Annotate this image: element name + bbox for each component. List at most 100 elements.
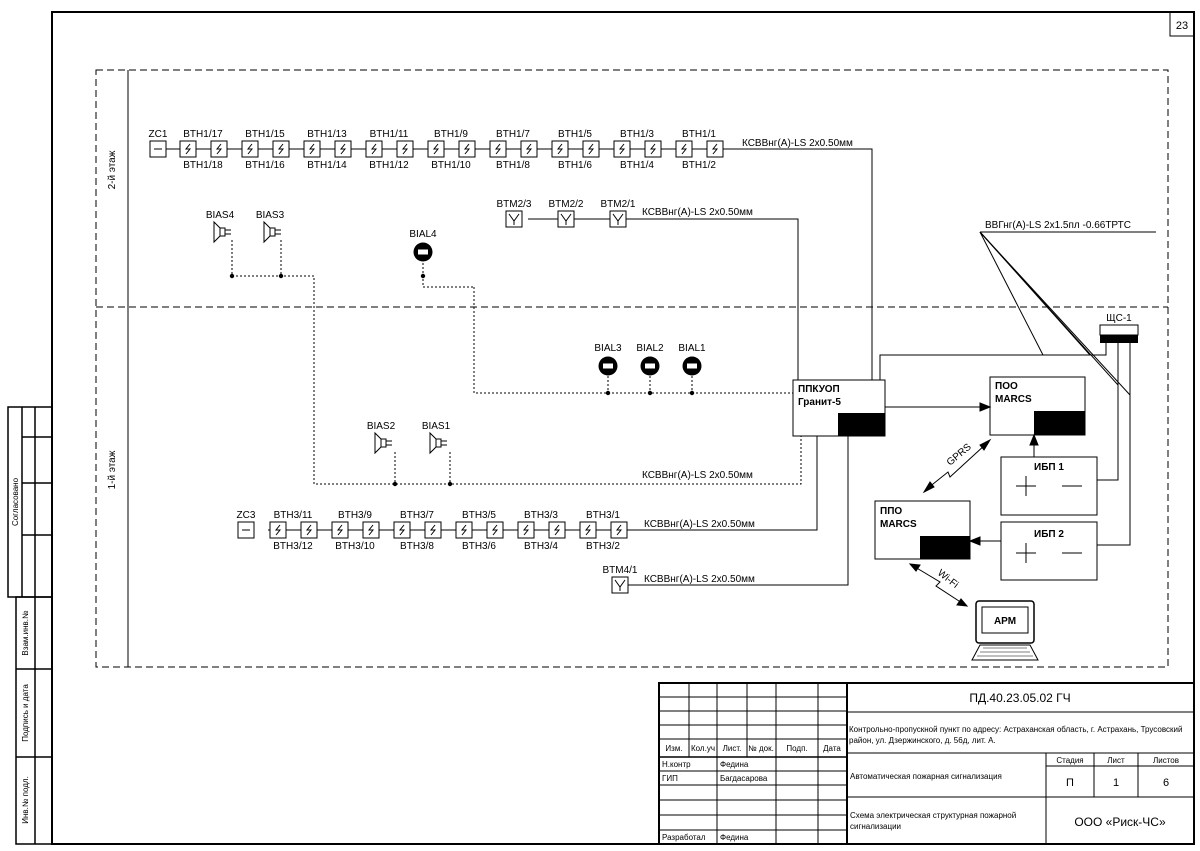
light-annunciator-icon	[413, 242, 433, 262]
bth3-label-top: BTH3/3	[524, 510, 558, 521]
loop-junctions	[229, 273, 695, 487]
tb-stage-value: П	[1066, 777, 1074, 789]
bth3-label-top: BTH3/9	[338, 510, 372, 521]
remote-receiver-ppo	[874, 500, 971, 560]
wifi-label: Wi-Fi	[935, 568, 960, 591]
cable-label-bth1: КСВВнг(А)-LS 2х0.50мм	[742, 138, 853, 149]
equipment-connections	[879, 231, 1156, 546]
bth1-label-bottom: BTH1/18	[183, 160, 223, 171]
bth3-label-top: BTH3/1	[586, 510, 620, 521]
bth3-label-bottom: BTH3/6	[462, 541, 496, 552]
floor-zones	[95, 69, 1169, 668]
bth1-label-bottom: BTH1/2	[682, 160, 716, 171]
tb-doc-code: ПД.40.23.05.02 ГЧ	[969, 691, 1070, 705]
heat-detector-bth3	[269, 521, 287, 539]
side-stamp	[7, 406, 53, 845]
bth1-label-bottom: BTH1/12	[369, 160, 409, 171]
control-panel-ppkuop	[792, 379, 886, 437]
light-annunciator-icon	[640, 356, 660, 376]
heat-detector-bth1	[365, 140, 383, 158]
cable-label-btm4: КСВВнг(А)-LS 2х0.50мм	[644, 574, 755, 585]
title-block	[658, 682, 1195, 845]
stamp-inv-replaced-label: Взам.инв.№	[21, 610, 30, 656]
light-label: BIAL3	[594, 343, 622, 354]
heat-detector-bth1	[520, 140, 538, 158]
floor-1-label: 1-й этаж	[107, 450, 118, 489]
btm2-label: BTM2/2	[548, 199, 583, 210]
cable-label-sirens: КСВВнг(А)-LS 2х0.50мм	[642, 470, 753, 481]
light-label: BIAL1	[678, 343, 706, 354]
heat-detector-bth1	[179, 140, 197, 158]
wifi-link	[908, 563, 969, 607]
tb-stage-header: Стадия	[1056, 756, 1083, 765]
ppo-label-1: ППО	[880, 506, 902, 517]
tb-sheets-header: Листов	[1153, 756, 1179, 765]
poo-label-2: MARCS	[995, 394, 1032, 405]
stamp-inv-orig-label: Инв.№ подл.	[21, 776, 30, 824]
bth1-label-top: BTH1/11	[370, 129, 409, 140]
bth1-label-top: BTH1/3	[620, 129, 654, 140]
siren-speaker-icon	[213, 220, 231, 244]
bth1-label-top: BTH1/17	[183, 129, 223, 140]
btm2-label: BTM2/1	[600, 199, 635, 210]
heat-detector-bth3	[486, 521, 504, 539]
btm2-label: BTM2/3	[496, 199, 531, 210]
bth1-label-top: BTH1/5	[558, 129, 592, 140]
light-annunciator-icon	[682, 356, 702, 376]
bth3-label-top: BTH3/7	[400, 510, 434, 521]
tb-sheet-value: 1	[1113, 777, 1119, 789]
tb-sheet-header: Лист	[1107, 756, 1125, 765]
bth1-detector-chain: BTH1/17BTH1/18BTH1/15BTH1/16BTH1/13BTH1/…	[179, 129, 724, 171]
bth3-label-top: BTH3/11	[274, 510, 313, 521]
heat-detector-bth1	[303, 140, 321, 158]
bth1-label-bottom: BTH1/10	[431, 160, 471, 171]
heat-detector-bth3	[579, 521, 597, 539]
bth1-label-top: BTH1/1	[682, 129, 716, 140]
heat-detector-bth3	[331, 521, 349, 539]
heat-detector-bth1	[427, 140, 445, 158]
alarm-loops	[231, 240, 802, 485]
bth1-label-top: BTH1/13	[307, 129, 347, 140]
bth3-label-bottom: BTH3/8	[400, 541, 434, 552]
bth1-label-top: BTH1/15	[245, 129, 285, 140]
bth1-label-top: BTH1/7	[496, 129, 530, 140]
heat-detector-bth3	[300, 521, 318, 539]
stamp-agreed-label: Согласовано	[11, 477, 20, 526]
siren-label: BIAS1	[422, 421, 451, 432]
heat-detector-bth1	[396, 140, 414, 158]
heat-detector-bth1	[644, 140, 662, 158]
tb-header-cell: Лист.	[723, 744, 742, 753]
sheet-number: 23	[1176, 20, 1188, 32]
siren-speaker-icon	[429, 431, 447, 455]
tb-role-2: ГИП	[662, 774, 678, 783]
distribution-cabinet-shs1	[1099, 324, 1139, 343]
bth3-label-bottom: BTH3/10	[335, 541, 375, 552]
tb-header-cell: Подп.	[786, 744, 807, 753]
shs1-label: ЩС-1	[1106, 313, 1132, 324]
tb-role-1: Н.контр	[662, 760, 691, 769]
poo-label-1: ПОО	[995, 381, 1018, 392]
btm4-label: BTM4/1	[602, 565, 637, 576]
heat-detector-bth1	[582, 140, 600, 158]
bth1-label-bottom: BTH1/16	[245, 160, 285, 171]
cable-label-btm2: КСВВнг(А)-LS 2х0.50мм	[642, 207, 753, 218]
gprs-label: GPRS	[945, 441, 974, 468]
light-annunciator-icon	[598, 356, 618, 376]
heat-detector-bth1	[458, 140, 476, 158]
ppkuop-label-1: ППКУОП	[798, 384, 840, 395]
bth3-label-bottom: BTH3/2	[586, 541, 620, 552]
heat-detector-bth3	[362, 521, 380, 539]
tb-name-3: Федина	[720, 833, 749, 842]
bth1-label-top: BTH1/9	[434, 129, 468, 140]
ups-1-label: ИБП 1	[1034, 462, 1064, 473]
ups-1	[1000, 456, 1098, 516]
workstation-arm	[971, 600, 1039, 661]
cable-label-bth3: КСВВнг(А)-LS 2х0.50мм	[644, 519, 755, 530]
tb-name-1: Федина	[720, 760, 749, 769]
heat-detector-bth3	[548, 521, 566, 539]
tb-header-cell: № док.	[748, 744, 774, 753]
light-label: BIAL2	[636, 343, 664, 354]
